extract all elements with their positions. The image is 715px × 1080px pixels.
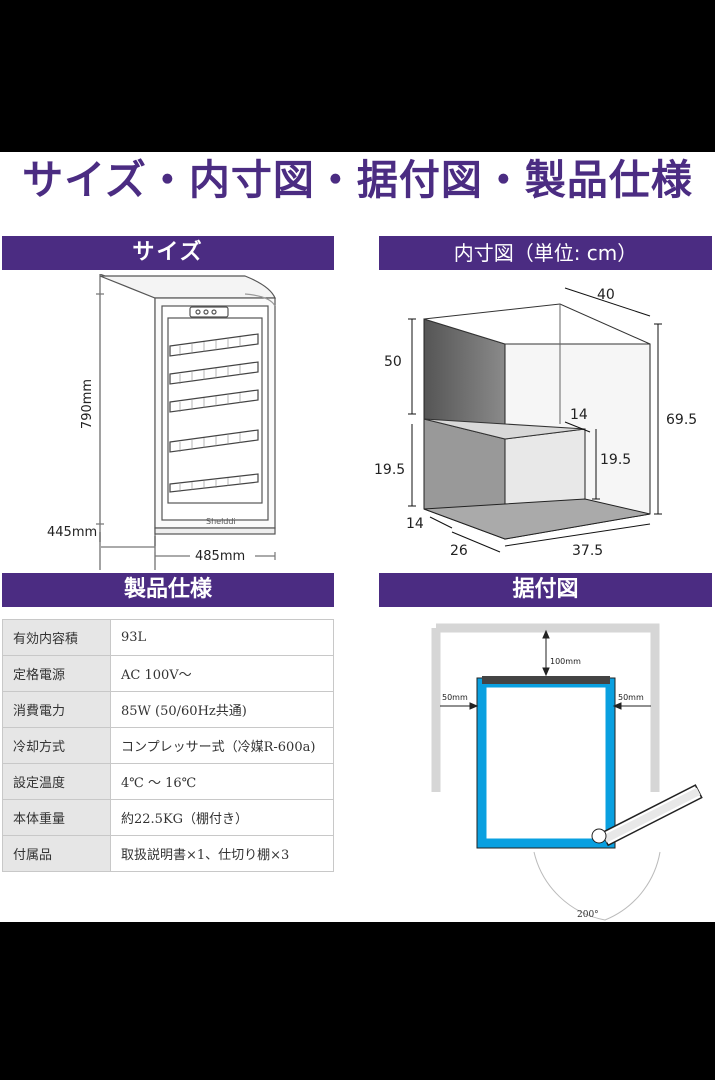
spec-sheet: サイズ・内寸図・据付図・製品仕様 サイズ 内寸図（単位: cm） 製品仕様 据付… xyxy=(0,152,715,922)
upper-height: 50 xyxy=(384,354,402,370)
step-depth: 14 xyxy=(570,407,588,423)
install-diagram: 100mm 50mm 50mm 200° xyxy=(431,623,703,921)
spec-row: 本体重量約22.5KG（棚付き） xyxy=(2,799,334,836)
spec-label: 定格電源 xyxy=(2,655,111,692)
inner-dimensions-diagram: 40 50 69.5 14 19.5 19.5 14 26 37.5 xyxy=(374,287,697,559)
depth-dimension: 445mm xyxy=(47,525,97,540)
spec-row: 付属品取扱説明書×1、仕切り棚×3 xyxy=(2,835,334,872)
bottom-front: 14 xyxy=(406,516,424,532)
spec-label: 冷却方式 xyxy=(2,727,111,764)
fridge-size-diagram: Shelddi 790mm 445mm 485mm xyxy=(47,274,276,570)
spec-label: 付属品 xyxy=(2,835,111,872)
spec-label: 有効内容積 xyxy=(2,619,111,656)
spec-row: 冷却方式コンプレッサー式（冷媒R-600a) xyxy=(2,727,334,764)
brand-logo: Shelddi xyxy=(206,517,236,526)
right-clearance: 50mm xyxy=(618,693,644,702)
spec-header: 製品仕様 xyxy=(2,573,334,607)
door-angle: 200° xyxy=(577,910,599,920)
lower-height-right: 19.5 xyxy=(600,452,631,468)
bottom-depth: 26 xyxy=(450,543,468,559)
spec-value: 93L xyxy=(110,619,334,656)
spec-value: 4℃ ～ 16℃ xyxy=(110,763,334,800)
total-height: 69.5 xyxy=(666,412,697,428)
lower-height-left: 19.5 xyxy=(374,462,405,478)
width-dimension: 485mm xyxy=(195,549,245,564)
bottom-width: 37.5 xyxy=(572,543,603,559)
spec-value: AC 100V～ xyxy=(110,655,334,692)
top-clearance: 100mm xyxy=(550,657,581,666)
spec-label: 消費電力 xyxy=(2,691,111,728)
top-width: 40 xyxy=(597,287,615,303)
left-clearance: 50mm xyxy=(442,693,468,702)
page-title: サイズ・内寸図・据付図・製品仕様 xyxy=(22,156,693,204)
spec-label: 本体重量 xyxy=(2,799,111,836)
spec-value: 取扱説明書×1、仕切り棚×3 xyxy=(110,835,334,872)
spec-value: コンプレッサー式（冷媒R-600a) xyxy=(110,727,334,764)
spec-value: 85W (50/60Hz共通) xyxy=(110,691,334,728)
height-dimension: 790mm xyxy=(80,379,95,429)
inner-dimensions-header: 内寸図（単位: cm） xyxy=(379,236,712,270)
size-header: サイズ xyxy=(2,236,334,270)
install-header: 据付図 xyxy=(379,573,712,607)
spec-label: 設定温度 xyxy=(2,763,111,800)
spec-value: 約22.5KG（棚付き） xyxy=(110,799,334,836)
